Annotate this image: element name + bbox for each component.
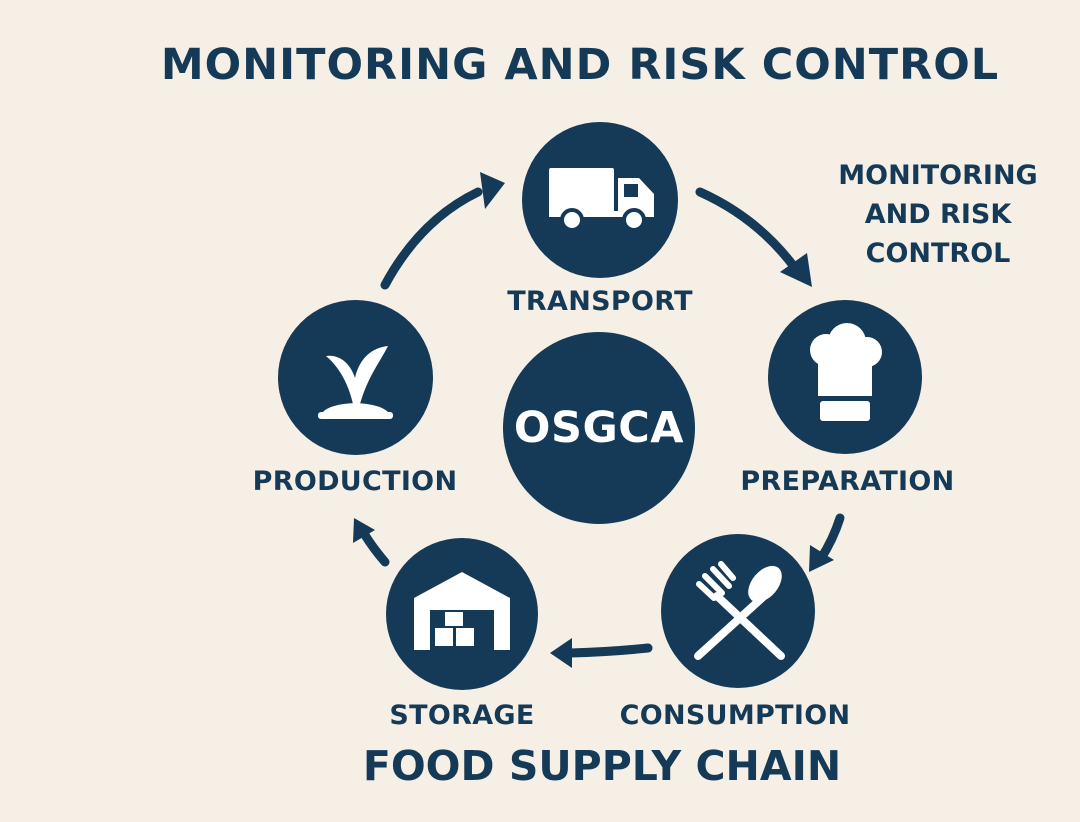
page-title: MONITORING AND RISK CONTROL [160, 40, 1000, 90]
node-consumption [661, 534, 815, 688]
node-production [278, 300, 433, 455]
truck-icon [549, 168, 654, 232]
node-preparation [768, 300, 922, 454]
footer-title: FOOD SUPPLY CHAIN [362, 742, 842, 790]
fork-spoon-icon [694, 561, 785, 660]
arrow-transport-to-preparation [695, 187, 800, 273]
stage-label-preparation: PREPARATION [740, 466, 955, 497]
arrowhead-production [353, 518, 375, 543]
arrowhead-transport [480, 172, 505, 209]
arrow-storage-to-production [360, 530, 390, 567]
center-label: OSGCA [513, 403, 685, 453]
arrow-consumption-to-storage [565, 643, 653, 658]
stage-label-storage: STORAGE [389, 700, 535, 731]
arrowhead-preparation [780, 253, 812, 287]
sprout-icon [318, 346, 393, 419]
warehouse-icon [414, 572, 510, 650]
stage-label-transport: TRANSPORT [507, 286, 693, 317]
stage-label-production: PRODUCTION [252, 466, 458, 497]
chef-hat-icon [810, 323, 882, 421]
node-transport [522, 122, 678, 278]
center-node: OSGCA [503, 332, 695, 524]
stage-label-consumption: CONSUMPTION [619, 700, 851, 731]
node-storage [386, 538, 538, 690]
side-note: MONITORING AND RISK CONTROL [838, 160, 1038, 269]
arrowhead-storage [550, 638, 572, 668]
arrow-production-to-transport [380, 187, 483, 290]
arrowhead-consumption [809, 545, 834, 572]
